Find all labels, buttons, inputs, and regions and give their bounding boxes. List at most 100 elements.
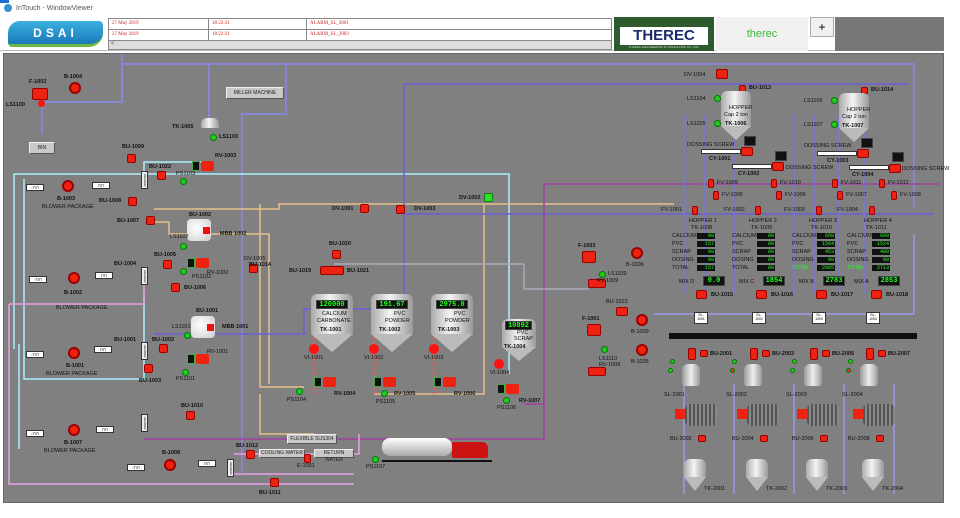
blower-b1007[interactable] [68,424,80,436]
mixer-motor[interactable] [810,348,818,360]
valve-bu1010[interactable] [186,411,195,420]
screw-motor[interactable] [889,164,901,173]
screw-cy1001[interactable] [701,149,741,154]
blower-b1009[interactable] [636,314,648,326]
valve-bu1022[interactable] [157,171,166,180]
diverter-dv1002[interactable] [484,193,493,202]
valve-fv1012[interactable] [879,179,885,188]
blower-b1005[interactable] [636,344,648,356]
rotary-valve-rv1002[interactable] [187,258,209,268]
valve-bu-top[interactable] [878,350,886,357]
return-water-button[interactable]: RETURN WATER [314,449,354,463]
therec-button[interactable]: therec [716,17,808,51]
tank-tk1005[interactable] [201,118,219,128]
valve-fv1006[interactable] [776,191,782,200]
hopper-tk1007[interactable] [839,93,869,128]
diverter-dv1003[interactable] [396,205,405,214]
cooler-drum[interactable] [863,404,895,426]
cooler-drum[interactable] [747,404,779,426]
screw-cy1004[interactable] [849,165,889,170]
flexible-sus304-button[interactable]: FLEXIBLE SUS304 [287,434,337,444]
valve-fv1005[interactable] [713,191,719,200]
diverter-dv1005[interactable] [249,264,258,273]
filter-f1002[interactable] [32,88,48,100]
alarm-list[interactable]: 27 May 2019 18:22:31 ALARM_SL_2001 27 Ma… [108,18,612,50]
screw-cy1002[interactable] [732,164,772,169]
valve-fv1001[interactable] [692,206,698,215]
mixer-motor[interactable] [688,348,696,360]
screw-motor[interactable] [741,147,753,156]
diverter-dv1001[interactable] [360,204,369,213]
valve-bu-bot[interactable] [820,435,828,442]
screw-cy1003[interactable] [817,151,857,156]
valve-bu1006[interactable] [171,283,180,292]
mixer-vessel[interactable] [682,364,700,386]
valve-fv1002[interactable] [755,206,761,215]
cooling-water-button[interactable]: COOLING WATER [259,449,305,458]
rotary-valve-rv1009[interactable] [588,279,606,288]
valve-fv1008[interactable] [891,191,897,200]
valve-bu1011[interactable] [270,478,279,487]
rotary-valve[interactable] [374,377,396,387]
bag-mbb1002[interactable] [187,219,211,241]
valve-bu1012[interactable] [246,450,255,459]
valve-bu[interactable] [871,290,882,299]
sifter[interactable]: SL-1004 [866,312,880,324]
filter-f1001[interactable] [587,324,601,336]
valve-bu1005[interactable] [163,260,172,269]
valve-fv1004[interactable] [869,206,875,215]
alarm-row[interactable]: 27 May 2019 18:22:31 ALARM_SL_2001 [109,19,611,30]
valve-bu-bot[interactable] [876,435,884,442]
valve-bu[interactable] [696,290,707,299]
valve-bu1002[interactable] [159,344,168,353]
valve-fv1007[interactable] [837,191,843,200]
rotary-valve[interactable] [434,377,456,387]
valve-bu1009[interactable] [127,154,136,163]
rotary-valve-rv1008[interactable] [588,367,606,376]
valve-bu1023[interactable] [616,307,628,316]
valve-bu1019-bu1021[interactable] [320,266,344,275]
tanker-truck[interactable] [382,438,492,464]
cooler-drum[interactable] [807,404,839,426]
product-tank[interactable] [746,459,768,477]
valve-bu[interactable] [756,290,767,299]
rotary-valve-rv1001[interactable] [187,354,209,364]
valve-fv1009[interactable] [708,179,714,188]
exchanger-e1001[interactable] [304,454,311,463]
valve-bu1008[interactable] [128,197,137,206]
valve-bu-top[interactable] [700,350,708,357]
cooler-drum[interactable] [685,404,717,426]
valve-bu1003[interactable] [144,364,153,373]
mixer-motor[interactable] [866,348,874,360]
valve-fv1010[interactable] [771,179,777,188]
valve-bu-top[interactable] [762,350,770,357]
sifter[interactable]: SL-1002 [752,312,766,324]
bin-button[interactable]: BIN [29,142,55,154]
mixer-vessel[interactable] [860,364,878,386]
filter-f1003[interactable] [582,251,596,263]
alarm-scrollbar[interactable]: < [109,41,611,49]
add-button[interactable]: + [810,17,834,37]
valve-fv1003[interactable] [816,206,822,215]
rotary-valve[interactable] [314,377,336,387]
valve-bu[interactable] [816,290,827,299]
mixer-motor[interactable] [750,348,758,360]
valve-bu-top[interactable] [822,350,830,357]
valve-bu-bot[interactable] [698,435,706,442]
blower-b1006[interactable] [631,247,643,259]
valve-bu1020[interactable] [332,250,341,259]
mixer-vessel[interactable] [804,364,822,386]
product-tank[interactable] [684,459,706,477]
product-tank[interactable] [806,459,828,477]
blower-b1001[interactable] [68,347,80,359]
rotary-valve[interactable] [497,384,519,394]
bag-mbb1001[interactable] [191,316,215,338]
sifter[interactable]: SL-1001 [694,312,708,324]
sifter[interactable]: SL-1003 [812,312,826,324]
rotary-valve-rv1003[interactable] [192,161,214,171]
valve-bu1007[interactable] [146,216,155,225]
blower-b1003[interactable] [62,180,74,192]
screw-motor[interactable] [772,162,784,171]
blower-b1004[interactable] [69,82,81,94]
screw-motor[interactable] [857,149,869,158]
